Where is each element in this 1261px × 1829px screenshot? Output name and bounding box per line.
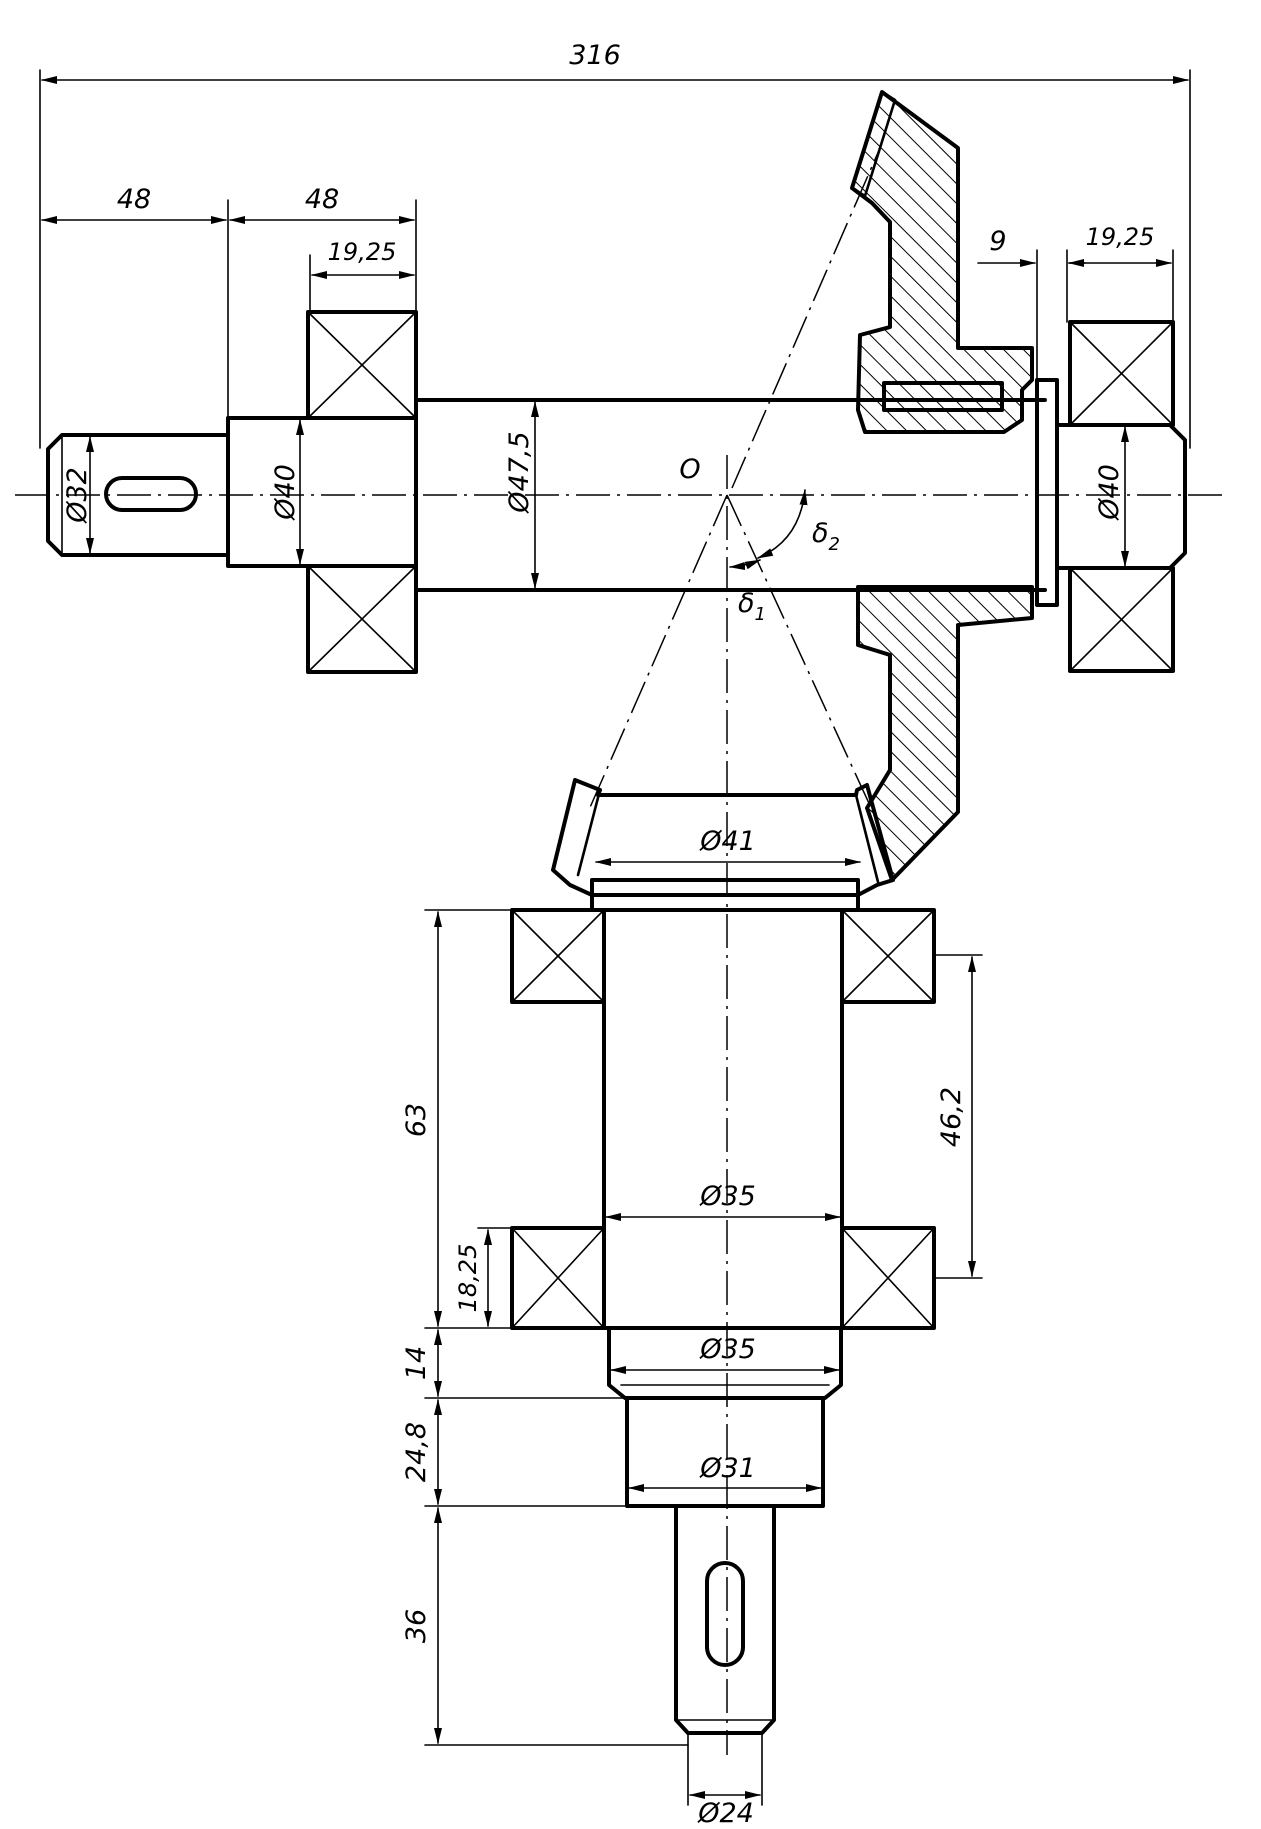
- dim-dia31: Ø31: [699, 1453, 756, 1484]
- bearing-right-top-cross: [1069, 321, 1174, 426]
- vertical-shaft: [602, 908, 844, 1735]
- bearing-left-top: [306, 310, 418, 420]
- gear-tooth-upper-face: [850, 90, 897, 198]
- dim-dia35-lower: Ø35: [699, 1334, 756, 1365]
- dim-dia40-right: Ø40: [1094, 464, 1125, 521]
- dim-63: 63: [401, 1103, 432, 1137]
- dim-24-8: 24,8: [401, 1422, 432, 1482]
- dim-19-25-left: 19,25: [328, 238, 397, 266]
- bearing-upper-right-cross: [841, 909, 935, 1003]
- bearing-upper-left-cross: [511, 909, 605, 1003]
- shaft-end-dia32: [46, 433, 230, 557]
- dim-48-b: 48: [305, 184, 339, 215]
- dimension-lines: [39, 69, 1191, 1806]
- keyway-bottom: [705, 1561, 745, 1667]
- bearing-right-bottom-cross: [1069, 567, 1174, 672]
- key: [882, 381, 1004, 412]
- bearings-vertical: [510, 908, 936, 1330]
- bearing-upper-right: [840, 908, 936, 1004]
- dim-9: 9: [989, 226, 1006, 257]
- bearing-left-top-cross: [307, 311, 417, 419]
- shaft-body-dia35: [602, 908, 844, 1330]
- bearing-right: [1068, 320, 1175, 673]
- dim-36: 36: [401, 1609, 432, 1643]
- bearing-lower-left: [510, 1226, 606, 1330]
- delta2-symbol: δ: [812, 518, 829, 549]
- dim-19-25-right: 19,25: [1086, 223, 1155, 251]
- large-bevel-gear: [850, 90, 1034, 882]
- shaft-end-dia24: [674, 1504, 776, 1735]
- delta2-label: δ2: [812, 518, 840, 555]
- apex-label: O: [679, 454, 700, 485]
- dim-48-a: 48: [117, 184, 151, 215]
- arc-delta2: [757, 489, 808, 559]
- dim-dia41: Ø41: [699, 826, 756, 857]
- shaft-collar-right: [1035, 378, 1059, 607]
- bearing-left: [306, 310, 418, 674]
- dim-dia40-left: Ø40: [270, 464, 301, 521]
- bearing-left-bottom-cross: [307, 565, 417, 673]
- dim-18-25: 18,25: [454, 1244, 482, 1313]
- gear-section-upper: [850, 90, 1034, 434]
- dim-dia32: Ø32: [62, 467, 93, 524]
- bearing-left-bottom: [306, 564, 418, 674]
- bearing-right-bottom: [1068, 566, 1175, 673]
- cone-line-right: [726, 494, 874, 813]
- bearing-right-top: [1068, 320, 1175, 427]
- delta1-subscript: 1: [755, 604, 766, 625]
- shaft-step-dia40-left: [226, 416, 418, 568]
- delta1-label: δ1: [738, 588, 766, 625]
- dim-dia47-5: Ø47,5: [504, 431, 535, 513]
- dim-dia24: Ø24: [697, 1798, 754, 1829]
- dim-46-2: 46,2: [936, 1087, 967, 1147]
- center-lines: [15, 147, 1225, 1755]
- gear-section-lower: [856, 585, 1034, 882]
- delta1-symbol: δ: [738, 588, 755, 619]
- bearing-upper-left: [510, 908, 606, 1004]
- dim-316: 316: [569, 40, 621, 71]
- dimension-texts: 316 48 48 19,25 9 19,25 Ø32 Ø40 Ø47,5 Ø4…: [62, 40, 1154, 1829]
- gear-tooth-upper: [850, 90, 884, 190]
- arc-delta1: [729, 559, 761, 570]
- keyway-left: [104, 476, 198, 512]
- bearing-lower-left-cross: [511, 1227, 605, 1329]
- shaft-step-dia31: [625, 1396, 825, 1508]
- cone-line-left: [587, 494, 728, 813]
- bearing-lower-right-cross: [841, 1227, 935, 1329]
- dim-14: 14: [401, 1346, 432, 1380]
- delta2-subscript: 2: [829, 534, 840, 555]
- cone-line-upper: [731, 147, 881, 489]
- pinion-tooth-right: [854, 783, 895, 884]
- pinion-tooth-left: [551, 778, 602, 877]
- dim-dia35-upper: Ø35: [699, 1181, 756, 1212]
